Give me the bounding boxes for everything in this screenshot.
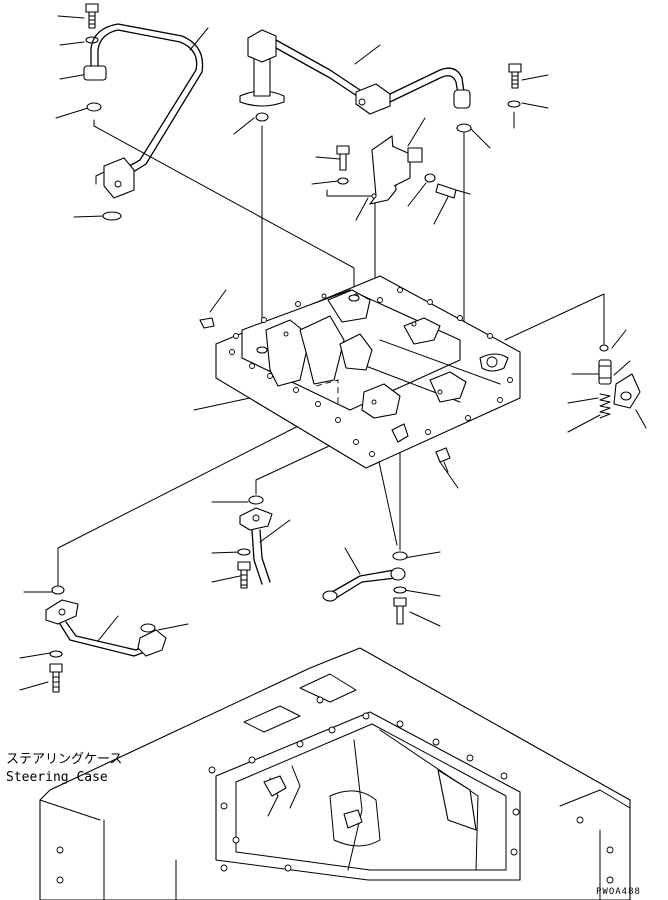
oring-centre-lower (248, 495, 264, 505)
upper-left-tube-assembly (83, 3, 204, 221)
steering-case-housing (39, 647, 631, 900)
bolt-upper-right (456, 63, 522, 133)
spool-valve-parts (598, 344, 641, 419)
control-valve-body (199, 275, 521, 469)
oring-valve-centre (256, 346, 268, 354)
part-name-english: Steering Case (6, 770, 108, 785)
drawing-code: PWOA488 (596, 887, 641, 897)
centre-lower-tube (237, 495, 273, 589)
oring-block (102, 211, 122, 221)
u-tube (97, 29, 198, 169)
oring-valve-top (348, 294, 360, 302)
guide-lines (57, 111, 605, 587)
oring-upper-centre (255, 112, 269, 122)
upper-centre-tube (239, 29, 471, 122)
lower-left-tube (45, 585, 167, 693)
oring-upper-right (456, 123, 472, 133)
oring-upper-left (86, 102, 102, 112)
bolt-upper-left (85, 3, 99, 29)
bolt-bracket-right (435, 183, 471, 199)
bolt-valve-underside (435, 447, 451, 473)
oring-right-lower (392, 551, 408, 561)
bolt-bracket-left (336, 145, 350, 185)
part-name-japanese: ステアリングケース (6, 752, 122, 767)
leader-lines (19, 15, 647, 691)
oring-spool (599, 344, 609, 352)
right-lower-hose (322, 551, 408, 625)
oring-lower-left (51, 585, 65, 595)
bracket-assembly (336, 135, 471, 205)
